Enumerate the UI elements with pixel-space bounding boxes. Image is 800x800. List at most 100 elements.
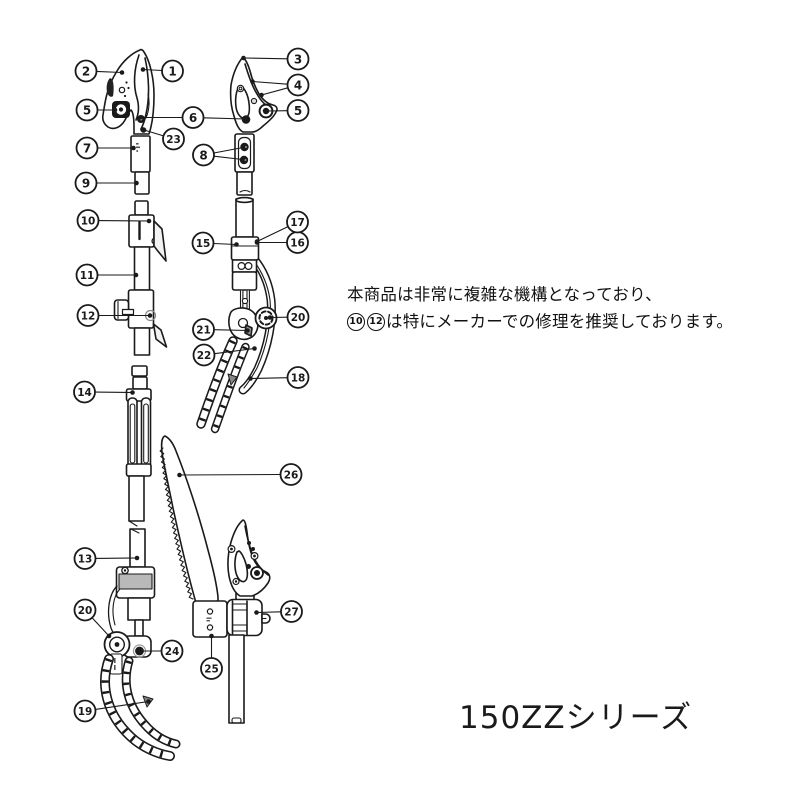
strap-section <box>125 376 152 568</box>
callout-27: 27 <box>280 600 303 623</box>
leader-dot-4 <box>259 92 264 98</box>
svg-text:26: 26 <box>284 469 299 481</box>
callout-24: 24 <box>160 639 184 663</box>
svg-text:18: 18 <box>291 372 306 384</box>
leader-line-19 <box>95 700 149 710</box>
svg-text:12: 12 <box>81 310 96 322</box>
callout-22: 22 <box>192 343 216 367</box>
leader-dot-8 <box>240 145 246 150</box>
svg-text:7: 7 <box>83 141 91 155</box>
leader-dot-3 <box>241 55 246 61</box>
svg-text:24: 24 <box>165 646 180 658</box>
callout-5: 5 <box>286 99 310 122</box>
leader-dot-17 <box>254 239 260 244</box>
leader-dot-6 <box>243 116 249 122</box>
callout-18: 18 <box>286 366 310 389</box>
clamp-lever-lower <box>152 323 168 348</box>
saw-blade <box>159 435 219 604</box>
callout-2: 2 <box>74 59 98 83</box>
leader-dot-14 <box>130 390 135 395</box>
leader-line-26 <box>179 473 281 476</box>
leader-dot-13 <box>134 555 140 561</box>
saw-plate <box>192 600 228 638</box>
handle-assembly-lower <box>100 566 181 761</box>
callout-17: 17 <box>286 210 309 234</box>
callout-25: 25 <box>200 657 223 680</box>
clamp-15 <box>230 236 260 261</box>
leader-dot-27 <box>254 610 259 615</box>
leader-dot-22 <box>252 346 257 351</box>
leader-line-22 <box>214 347 255 355</box>
leader-line-8 <box>213 155 243 161</box>
leader-line-8 <box>213 146 244 154</box>
callout-23: 23 <box>162 127 185 151</box>
svg-text:13: 13 <box>78 553 93 565</box>
callout-5: 5 <box>75 98 99 122</box>
svg-text:2: 2 <box>82 64 90 78</box>
callout-19: 19 <box>73 699 97 723</box>
svg-text:9: 9 <box>82 176 90 190</box>
leader-line-15 <box>213 242 237 246</box>
leader-dot-4 <box>250 79 255 84</box>
leader-dot-21 <box>245 328 250 333</box>
callout-10: 10 <box>76 209 100 232</box>
leader-dot-2 <box>119 70 125 75</box>
leader-dot-20 <box>267 315 273 320</box>
leader-dot-20 <box>106 633 112 639</box>
svg-text:14: 14 <box>77 387 92 399</box>
callout-21: 21 <box>192 318 215 341</box>
svg-text:3: 3 <box>294 52 302 66</box>
svg-text:15: 15 <box>196 238 211 250</box>
leader-dot-9 <box>134 180 139 186</box>
svg-text:23: 23 <box>166 134 181 146</box>
svg-text:16: 16 <box>290 237 305 249</box>
circled-number-12: 12 <box>367 312 385 331</box>
svg-text:10: 10 <box>81 215 96 227</box>
svg-text:21: 21 <box>196 324 211 336</box>
svg-text:6: 6 <box>189 111 197 125</box>
svg-text:22: 22 <box>197 350 212 362</box>
callout-1: 1 <box>161 59 184 83</box>
leader-dot-26 <box>177 472 182 478</box>
leader-dot-1 <box>140 67 146 72</box>
leader-line-21 <box>213 329 248 332</box>
latch-pad <box>106 78 114 97</box>
saw-teeth <box>159 447 194 600</box>
series-title: 150ZZシリーズ <box>459 700 693 736</box>
callout-14: 14 <box>73 380 96 404</box>
callout-26: 26 <box>279 463 303 486</box>
svg-text:8: 8 <box>199 148 207 162</box>
saw-attachment-assembly <box>192 519 271 724</box>
leader-dot-24 <box>137 648 143 654</box>
callout-20: 20 <box>286 305 310 329</box>
svg-text:20: 20 <box>291 312 306 324</box>
repair-note-line-2-text: は特にメーカーでの修理を推奨しております。 <box>386 312 734 331</box>
leader-line-2 <box>96 70 123 74</box>
leader-dot-23 <box>140 127 145 132</box>
leader-line-27 <box>256 611 282 614</box>
pole-stub <box>236 171 253 196</box>
leader-line-3 <box>243 57 288 60</box>
leader-dot-18 <box>248 376 253 381</box>
svg-text:20: 20 <box>78 605 93 617</box>
leader-line-4 <box>261 87 289 96</box>
callout-13: 13 <box>73 547 97 570</box>
leader-dot-8 <box>240 157 245 162</box>
leader-dot-11 <box>133 272 139 278</box>
leader-line-20 <box>91 617 110 637</box>
svg-text:4: 4 <box>294 78 302 92</box>
lower-pole <box>129 528 146 568</box>
lower-pole-right <box>228 634 245 724</box>
callout-7: 7 <box>75 136 99 160</box>
leader-line-17 <box>256 226 289 242</box>
circled-number-10: 10 <box>347 312 365 331</box>
svg-text:25: 25 <box>204 663 219 675</box>
bolt-block <box>234 133 255 173</box>
leader-line-23 <box>142 128 164 137</box>
callout-12: 12 <box>76 304 100 327</box>
callout-4: 4 <box>286 73 310 97</box>
callout-16: 16 <box>286 231 309 254</box>
upper-pole-segment <box>130 135 151 173</box>
